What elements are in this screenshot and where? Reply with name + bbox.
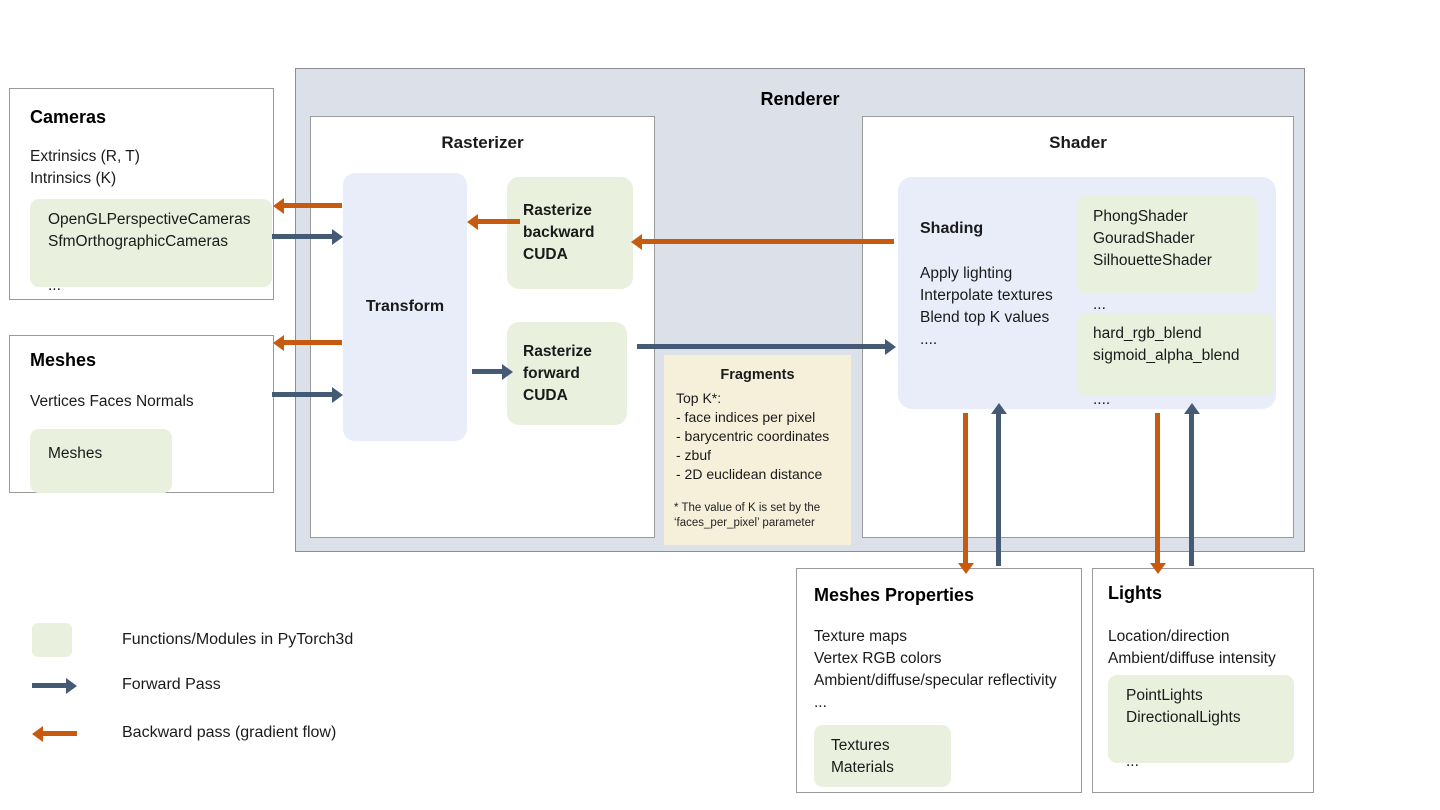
- lights-description: Location/direction Ambient/diffuse inten…: [1108, 628, 1276, 667]
- meshes-properties-modules-list: Textures Materials: [814, 725, 951, 787]
- arrow-backward-shader-to-meshes-properties: [957, 413, 974, 574]
- lights-modules-list: PointLights DirectionalLights ...: [1108, 675, 1294, 770]
- arrow-head-left-icon: [273, 334, 284, 351]
- fragments-body: Top K*: - face indices per pixel - baryc…: [676, 390, 830, 482]
- arrow-head-down-icon: [1149, 563, 1166, 574]
- arrow-shaft: [642, 239, 894, 244]
- arrow-backward-cameras: [273, 197, 342, 214]
- meshes-properties-description: Texture maps Vertex RGB colors Ambient/d…: [814, 628, 1057, 711]
- shader-modules-list: PhongShader GouradShader SilhouetteShade…: [1077, 196, 1257, 313]
- arrow-head-down-icon: [957, 563, 974, 574]
- arrow-head-left-icon: [631, 233, 642, 250]
- fragments-title: Fragments: [720, 367, 795, 383]
- rasterizer-title: Rasterizer: [441, 133, 524, 152]
- arrow-shaft: [963, 413, 968, 563]
- renderer-title: Renderer: [760, 89, 840, 109]
- arrow-backward-shader-to-lights: [1149, 413, 1166, 574]
- meshes-modules-list: Meshes: [30, 429, 172, 493]
- arrow-head-left-icon: [32, 725, 43, 742]
- fragments-box: Fragments Top K*: - face indices per pix…: [664, 355, 851, 545]
- arrow-forward-meshes-properties-to-shader: [990, 403, 1007, 566]
- arrow-head-left-icon: [273, 197, 284, 214]
- cameras-description: Extrinsics (R, T) Intrinsics (K): [30, 148, 140, 187]
- arrow-head-left-icon: [467, 213, 478, 230]
- legend-row-backward: Backward pass (gradient flow): [32, 724, 336, 742]
- cameras-card: Cameras Extrinsics (R, T) Intrinsics (K)…: [9, 88, 274, 300]
- arrow-head-right-icon: [502, 363, 513, 380]
- legend-row-forward: Forward Pass: [32, 676, 221, 694]
- transform-block: Transform: [343, 173, 467, 441]
- fragments-footnote: * The value of K is set by the ‘faces_pe…: [674, 502, 821, 529]
- arrow-shaft: [1189, 414, 1194, 566]
- arrow-shaft: [43, 731, 77, 736]
- arrow-forward-transform-to-rasterize: [472, 363, 513, 380]
- legend: Functions/Modules in PyTorch3d Forward P…: [32, 618, 432, 778]
- arrow-head-up-icon: [990, 403, 1007, 414]
- legend-label-modules: Functions/Modules in PyTorch3d: [122, 631, 354, 648]
- meshes-card: Meshes Vertices Faces Normals Meshes: [9, 335, 274, 493]
- arrow-shaft: [478, 219, 520, 224]
- arrow-shaft: [272, 234, 332, 239]
- shader-title: Shader: [1049, 133, 1107, 152]
- arrow-backward-shader-to-rasterizer: [631, 233, 894, 250]
- meshes-properties-title: Meshes Properties: [814, 585, 975, 605]
- arrow-shaft: [32, 683, 66, 688]
- module-swatch-icon: [32, 623, 72, 657]
- arrow-forward-cameras: [272, 228, 343, 245]
- arrow-backward-rasterize-to-transform: [467, 213, 520, 230]
- arrow-forward-rasterizer-to-shader: [637, 338, 896, 355]
- arrow-head-right-icon: [332, 386, 343, 403]
- arrow-backward-meshes: [273, 334, 342, 351]
- arrow-head-right-icon: [885, 338, 896, 355]
- arrow-head-up-icon: [1183, 403, 1200, 414]
- arrow-shaft: [1155, 413, 1160, 563]
- legend-label-forward: Forward Pass: [122, 676, 221, 693]
- arrow-shaft: [472, 369, 502, 374]
- meshes-properties-card: Meshes Properties Texture maps Vertex RG…: [796, 568, 1082, 793]
- legend-row-modules: Functions/Modules in PyTorch3d: [32, 623, 353, 657]
- arrow-shaft: [272, 392, 332, 397]
- arrow-shaft: [284, 203, 342, 208]
- meshes-description: Vertices Faces Normals: [30, 393, 194, 410]
- shading-description: Apply lighting Interpolate textures Blen…: [920, 265, 1053, 348]
- arrow-head-right-icon: [66, 677, 77, 694]
- arrow-head-right-icon: [332, 228, 343, 245]
- blend-functions-list: hard_rgb_blend sigmoid_alpha_blend ....: [1077, 313, 1274, 408]
- forward-arrow-icon: [32, 676, 77, 694]
- arrow-shaft: [637, 344, 885, 349]
- lights-card: Lights Location/direction Ambient/diffus…: [1092, 568, 1314, 793]
- backward-arrow-icon: [32, 724, 77, 742]
- rasterize-forward-cuda-block: Rasterize forward CUDA: [507, 322, 627, 425]
- lights-title: Lights: [1108, 583, 1162, 603]
- legend-label-backward: Backward pass (gradient flow): [122, 724, 337, 741]
- meshes-title: Meshes: [30, 350, 97, 370]
- arrow-forward-lights-to-shader: [1183, 403, 1200, 566]
- shading-label: Shading: [920, 220, 984, 237]
- arrow-shaft: [284, 340, 342, 345]
- rasterize-backward-cuda-block: Rasterize backward CUDA: [507, 177, 633, 289]
- arrow-shaft: [996, 414, 1001, 566]
- arrow-forward-meshes: [272, 386, 343, 403]
- cameras-modules-list: OpenGLPerspectiveCameras SfmOrthographic…: [30, 199, 272, 294]
- cameras-title: Cameras: [30, 107, 107, 127]
